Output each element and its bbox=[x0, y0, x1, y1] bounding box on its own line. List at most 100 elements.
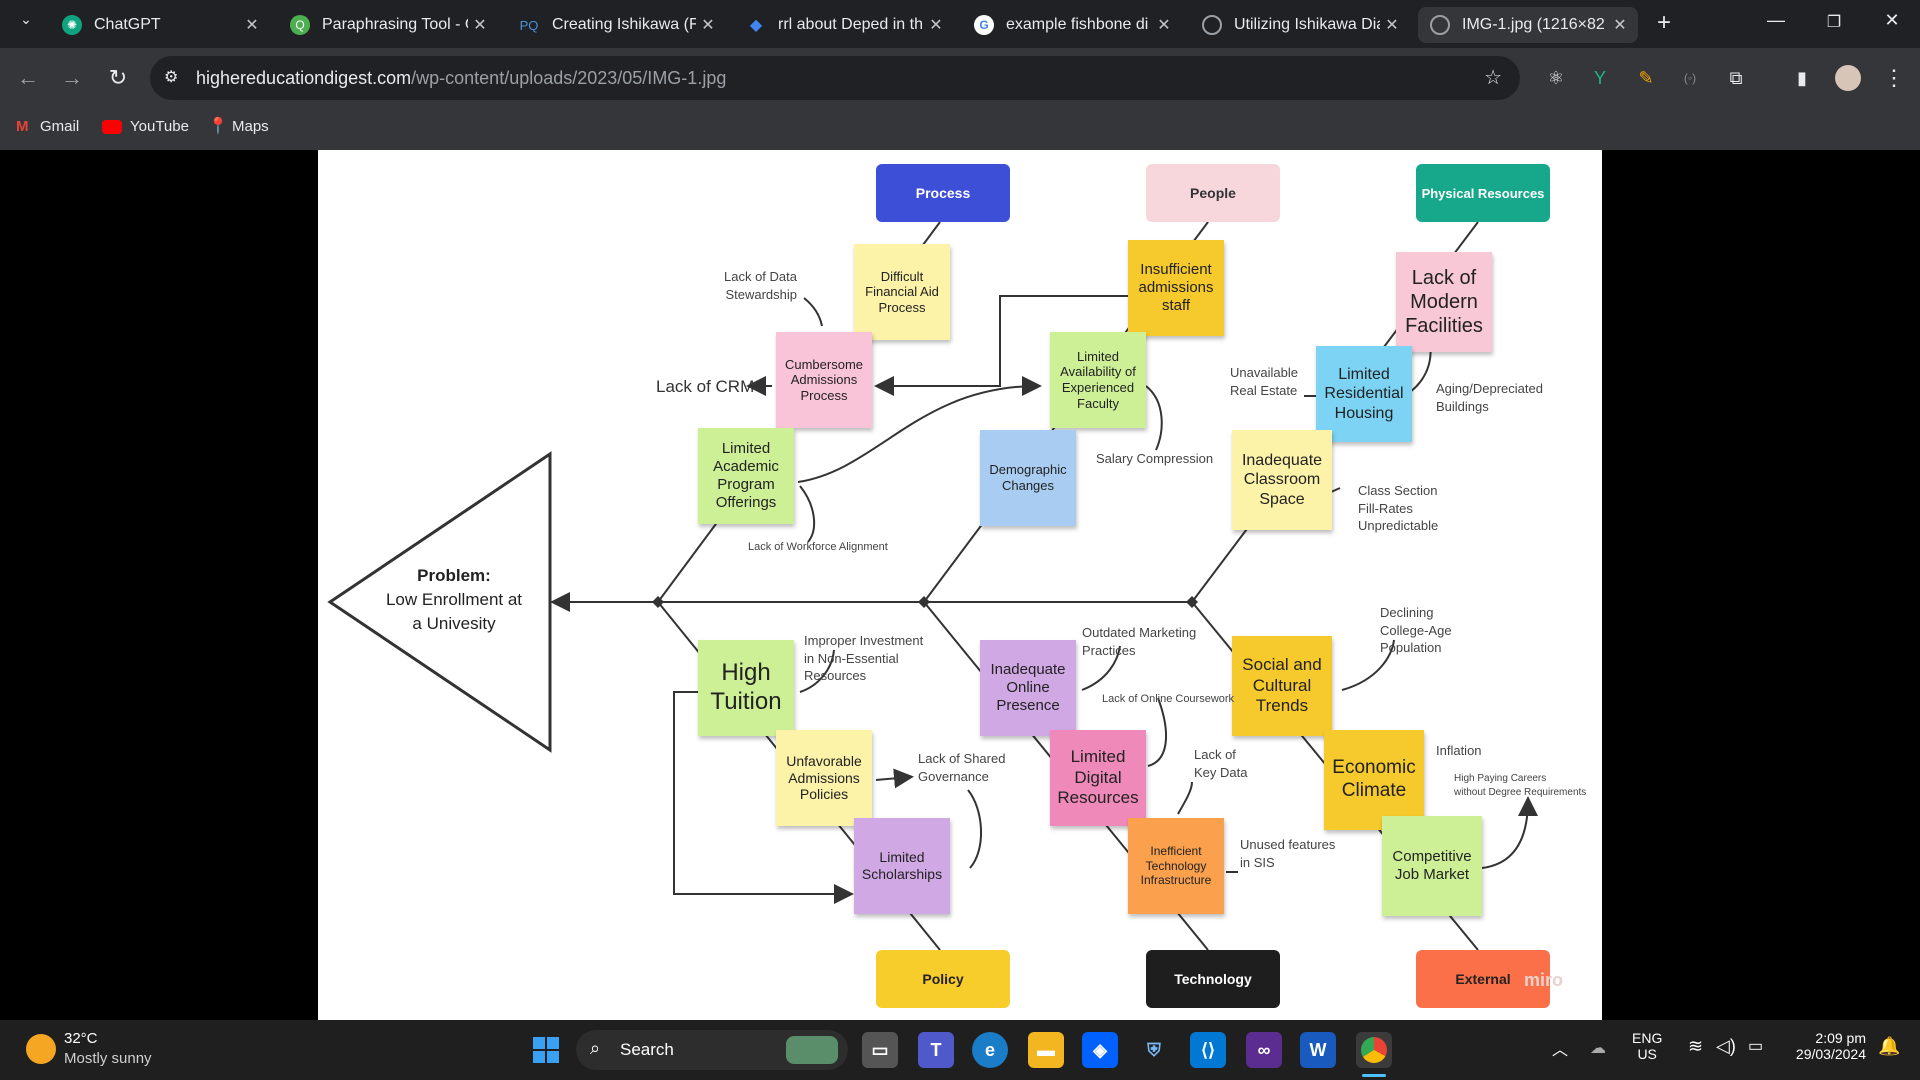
close-icon[interactable]: ✕ bbox=[1157, 17, 1171, 34]
note-limited-faculty: Limited Availability of Experienced Facu… bbox=[1050, 332, 1146, 428]
clock[interactable]: 2:09 pm 29/03/2024 bbox=[1786, 1030, 1866, 1062]
notification-bell-icon[interactable]: 🔔 bbox=[1878, 1036, 1901, 1056]
back-arrow-icon[interactable]: ← bbox=[17, 65, 39, 90]
annotation-inflation: Inflation bbox=[1436, 743, 1482, 758]
globe-icon bbox=[1202, 15, 1222, 35]
bookmark-star-icon[interactable]: ☆ bbox=[1484, 67, 1502, 89]
tab-label: IMG-1.jpg (1216×82 bbox=[1462, 16, 1605, 33]
bookmark-label: YouTube bbox=[130, 118, 189, 135]
battery-icon[interactable]: ▭ bbox=[1748, 1038, 1764, 1055]
tab-chatgpt[interactable]: ✺ ChatGPT ✕ bbox=[50, 7, 270, 43]
menu-icon[interactable]: ⋮ bbox=[1883, 65, 1905, 90]
close-window-button[interactable]: ✕ bbox=[1884, 10, 1900, 30]
category-physical-resources: Physical Resources bbox=[1416, 164, 1550, 222]
show-hidden-icons-chevron-icon[interactable]: ︿ bbox=[1552, 1042, 1569, 1059]
bookmark-maps[interactable]: 📍 Maps bbox=[208, 118, 269, 135]
extension-y-icon[interactable]: Y bbox=[1593, 68, 1606, 88]
note-social-cultural: Social and Cultural Trends bbox=[1232, 636, 1332, 736]
category-policy: Policy bbox=[876, 950, 1010, 1008]
tab-example-fishbone[interactable]: G example fishbone di ✕ bbox=[962, 7, 1182, 43]
address-bar[interactable]: ⚙ highereducationdigest.com/wp-content/u… bbox=[150, 56, 1520, 100]
dropbox-icon[interactable]: ◈ bbox=[1082, 1032, 1118, 1068]
taskbar-search-box[interactable]: ⌕ Search bbox=[576, 1030, 848, 1070]
close-icon[interactable]: ✕ bbox=[1385, 17, 1399, 34]
vscode-icon[interactable]: ⟨⟩ bbox=[1190, 1032, 1226, 1068]
windows-start-icon[interactable] bbox=[528, 1032, 564, 1068]
forward-arrow-icon[interactable]: → bbox=[61, 65, 83, 90]
note-unfavorable-policies: Unfavorable Admissions Policies bbox=[776, 730, 872, 826]
extensions-puzzle-icon[interactable]: ⧉ bbox=[1729, 68, 1743, 88]
visual-studio-icon[interactable]: ∞ bbox=[1246, 1032, 1282, 1068]
annotation-high-paying-careers: High Paying Careers without Degree Requi… bbox=[1454, 773, 1587, 798]
category-technology: Technology bbox=[1146, 950, 1280, 1008]
file-explorer-icon[interactable]: ▬ bbox=[1028, 1032, 1064, 1068]
new-tab-button[interactable]: + bbox=[1656, 9, 1671, 36]
image-viewer: Problem: Low Enrollment at a Univesity P… bbox=[0, 150, 1920, 1020]
minimize-button[interactable]: — bbox=[1767, 10, 1785, 30]
close-icon[interactable]: ✕ bbox=[473, 17, 487, 34]
bookmark-gmail[interactable]: M Gmail bbox=[16, 118, 79, 135]
tab-label: Paraphrasing Tool - C bbox=[322, 16, 468, 33]
date: 29/03/2024 bbox=[1795, 1046, 1866, 1062]
language-indicator[interactable]: ENG US bbox=[1632, 1030, 1662, 1062]
tab-rrl-deped[interactable]: ◆ rrl about Deped in th ✕ bbox=[734, 7, 954, 43]
annotation-unused-sis: Unused features in SIS bbox=[1240, 837, 1336, 870]
youtube-icon bbox=[102, 119, 122, 134]
note-inadequate-online: Inadequate Online Presence bbox=[980, 640, 1076, 736]
weather-description[interactable]: Mostly sunny bbox=[64, 1050, 152, 1067]
annotation-data-stewardship: Lack of Data Stewardship bbox=[724, 269, 797, 302]
close-icon[interactable]: ✕ bbox=[929, 17, 943, 34]
reload-icon[interactable]: ↻ bbox=[108, 65, 128, 90]
wifi-icon[interactable]: ≋ bbox=[1688, 1036, 1704, 1056]
extension-pen-icon[interactable]: ✎ bbox=[1638, 68, 1654, 88]
defender-icon[interactable]: ⛨ bbox=[1147, 1039, 1161, 1060]
note-cumbersome-admissions: Cumbersome Admissions Process bbox=[776, 332, 872, 428]
annotation-unavailable-real-estate: Unavailable Real Estate bbox=[1230, 365, 1298, 398]
task-view-icon[interactable]: ▭ bbox=[862, 1032, 898, 1068]
tab-creating-ishikawa[interactable]: PQ Creating Ishikawa (Fis ✕ bbox=[506, 7, 726, 43]
problem-line-2: a Univesity bbox=[412, 613, 496, 633]
tab-search-icon[interactable]: ⌄ bbox=[20, 11, 32, 27]
tab-paraphrasing[interactable]: Q Paraphrasing Tool - C ✕ bbox=[278, 7, 498, 43]
volume-icon[interactable]: ◁) bbox=[1716, 1036, 1736, 1056]
temperature[interactable]: 32°C bbox=[64, 1030, 98, 1047]
restore-button[interactable]: ❐ bbox=[1826, 14, 1842, 31]
sun-weather-icon[interactable] bbox=[26, 1034, 56, 1064]
problem-line-1: Low Enrollment at bbox=[385, 589, 523, 609]
annotation-shared-governance: Lack of Shared Governance bbox=[918, 751, 1006, 784]
annotation-key-data: Lack of Key Data bbox=[1194, 747, 1248, 780]
time: 2:09 pm bbox=[1815, 1030, 1866, 1046]
teams-icon[interactable]: T bbox=[918, 1032, 954, 1068]
problem-statement: Problem: Low Enrollment at a Univesity bbox=[374, 564, 534, 635]
note-inefficient-technology: Inefficient Technology Infrastructure bbox=[1128, 818, 1224, 914]
pq-icon: PQ bbox=[519, 17, 539, 33]
tab-label: Utilizing Ishikawa Dia bbox=[1234, 16, 1380, 33]
site-info-icon[interactable]: ⚙ bbox=[164, 69, 179, 86]
extension-grey-icon[interactable]: (◦) bbox=[1683, 71, 1697, 85]
annotation-outdated-marketing: Outdated Marketing Practices bbox=[1082, 625, 1197, 658]
bookmark-youtube[interactable]: YouTube bbox=[102, 118, 189, 135]
annotation-declining-population: Declining College-Age Population bbox=[1380, 605, 1452, 656]
annotation-workforce-alignment: Lack of Workforce Alignment bbox=[748, 541, 888, 553]
close-icon[interactable]: ✕ bbox=[701, 17, 715, 34]
windows-taskbar: 32°C Mostly sunny ⌕ Search ▭ T e ▬ ◈ ⛨ ⟨… bbox=[0, 1020, 1920, 1080]
edge-icon[interactable]: e bbox=[972, 1032, 1008, 1068]
tab-img-active[interactable]: IMG-1.jpg (1216×82 ✕ bbox=[1418, 7, 1638, 43]
search-label: Search bbox=[620, 1040, 674, 1059]
note-lack-modern-facilities: Lack of Modern Facilities bbox=[1396, 252, 1492, 352]
close-icon[interactable]: ✕ bbox=[245, 17, 259, 34]
side-panel-icon[interactable]: ▮ bbox=[1797, 68, 1807, 88]
tab-strip: ⌄ ✺ ChatGPT ✕ Q Paraphrasing Tool - C ✕ … bbox=[0, 0, 1920, 48]
profile-avatar[interactable] bbox=[1832, 62, 1864, 94]
onedrive-icon[interactable]: ☁ bbox=[1590, 1040, 1606, 1057]
chatgpt-icon: ✺ bbox=[62, 15, 82, 35]
fishbone-diagram: Problem: Low Enrollment at a Univesity P… bbox=[318, 150, 1602, 1020]
bookmark-label: Gmail bbox=[40, 118, 80, 135]
tab-utilizing-ishikawa[interactable]: Utilizing Ishikawa Dia ✕ bbox=[1190, 7, 1410, 43]
close-icon[interactable]: ✕ bbox=[1613, 17, 1627, 34]
annotation-class-section: Class Section Fill-Rates Unpredictable bbox=[1358, 483, 1439, 534]
chrome-icon[interactable] bbox=[1356, 1032, 1392, 1068]
extension-atom-icon[interactable]: ⚛ bbox=[1547, 68, 1565, 88]
word-icon[interactable]: W bbox=[1300, 1032, 1336, 1068]
tab-label: rrl about Deped in th bbox=[778, 16, 923, 33]
